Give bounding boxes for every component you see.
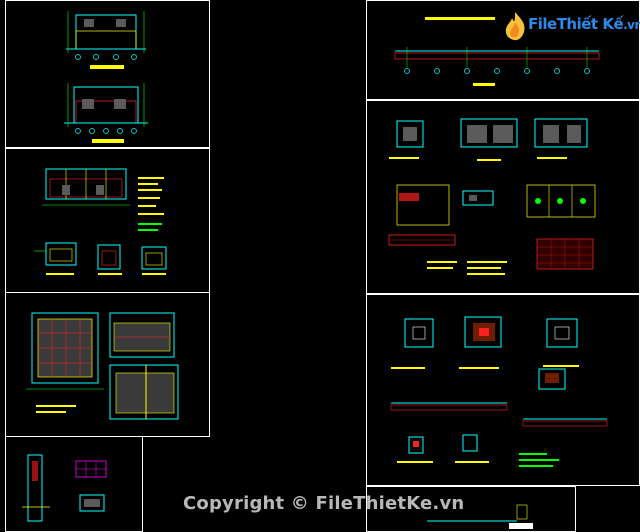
copyright-watermark: Copyright © FileThietKe.vn: [183, 493, 465, 514]
partial-sheet-bottom[interactable]: [366, 486, 576, 532]
column-footing-sheet[interactable]: [366, 294, 640, 486]
detail-sheet-small[interactable]: [5, 436, 143, 532]
brand-logo[interactable]: FileThiết Kế.vn: [500, 10, 640, 44]
beam-elevation-sheet[interactable]: [366, 0, 640, 100]
column-footing-drawing: [390, 316, 608, 467]
detail-drawing-small: [22, 454, 107, 522]
elevation-drawing: [64, 11, 148, 143]
beam-elevation-drawing: [394, 17, 600, 86]
section-detail-sheet[interactable]: [366, 100, 640, 294]
brand-wordmark: FileThiết Kế.vn: [528, 15, 640, 33]
brand-part2: Thiết Kế: [556, 15, 624, 33]
brand-part1: File: [528, 15, 557, 33]
plan-section-drawing: [34, 168, 167, 275]
foundation-plan-sheet[interactable]: [5, 292, 210, 437]
plan-section-sheet[interactable]: [5, 148, 210, 293]
elevation-sheet[interactable]: [5, 0, 210, 148]
brand-suffix: .vn: [623, 18, 640, 32]
flame-icon: [505, 12, 525, 41]
foundation-plan-drawing: [26, 312, 179, 420]
partial-drawing-bottom: [427, 504, 533, 529]
section-detail-drawing: [388, 118, 596, 275]
